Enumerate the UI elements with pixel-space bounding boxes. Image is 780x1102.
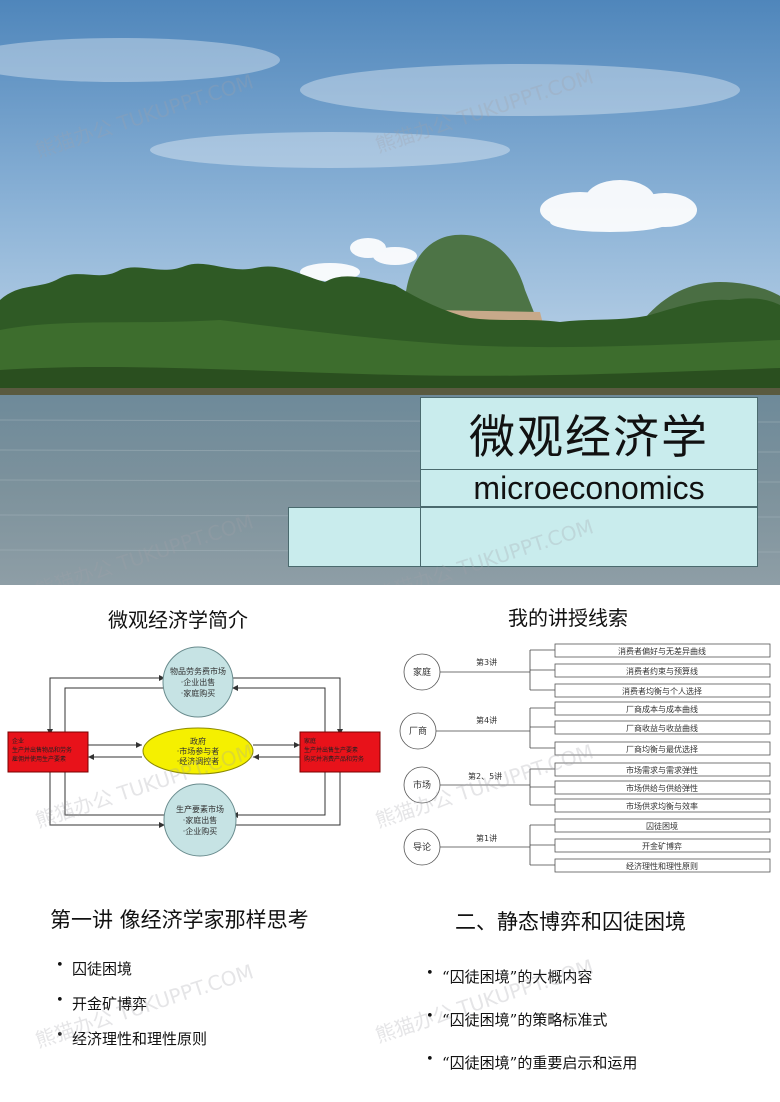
outline-item: 开金矿博弈 [642,841,682,851]
outline-item: 消费者均衡与个人选择 [622,686,702,696]
government-node [142,727,254,775]
outline-item: 厂商成本与成本曲线 [626,704,698,714]
outline-item: 囚徒困境 [646,821,678,831]
government-label: 政府 [190,736,206,746]
household-line: 购买并消费产品和劳务 [304,755,364,763]
outline-node-label: 家庭 [413,666,431,678]
outline-item: 经济理性和理性原则 [626,861,698,871]
outline-node-label: 厂商 [409,725,427,737]
landscape-photo [0,0,780,585]
empty-cell-right [420,507,758,567]
outline-item: 消费者偏好与无差异曲线 [618,646,706,656]
lecture-label: 第3讲 [476,657,497,667]
lecture1-list: 囚徒困境 开金矿博弈 经济理性和理性原则 [54,958,207,1049]
government-line: ·经济调控者 [177,756,220,766]
lecture-label: 第2、5讲 [468,771,502,781]
game-list: “囚徒困境”的大概内容 “囚徒困境”的策略标准式 “囚徒困境”的重要启示和运用 [424,966,637,1073]
lecture-label: 第4讲 [476,715,497,725]
list-item: “囚徒困境”的策略标准式 [424,1009,637,1030]
subtitle-box: microeconomics [420,469,758,507]
list-item: 经济理性和理性原则 [54,1028,207,1049]
list-item: 开金矿博弈 [54,993,207,1014]
household-node [299,731,381,773]
outline-node-label: 导论 [413,841,431,853]
outline-node [403,828,441,866]
firm-label: 企业 [12,737,24,745]
intro-title: 微观经济学简介 [108,608,248,632]
lecture1-title: 第一讲 像经济学家那样思考 [50,908,309,932]
cover-slide: 微观经济学 microeconomics 熊猫办公 TUKUPPT.COM 熊猫… [0,0,780,585]
outline-node [403,653,441,691]
game-title: 二、静态博弈和囚徒困境 [455,910,686,934]
list-item: “囚徒困境”的重要启示和运用 [424,1052,637,1073]
factor-market-line: ·企业购买 [183,826,218,836]
outline-item: 厂商均衡与最优选择 [626,744,698,754]
goods-market-line: ·企业出售 [181,677,216,687]
factor-market-label: 生产要素市场 [176,804,224,814]
cover-title: 微观经济学 [469,409,709,464]
outline-item: 市场供求均衡与效率 [626,801,698,811]
lecture-label: 第1讲 [476,833,497,843]
title-box: 微观经济学 [420,397,758,470]
firm-line: 生产并出售物品和劳务 [12,746,72,754]
household-label: 家庭 [304,737,316,745]
lecture-outline-diagram: 家庭 厂商 市场 导论 第3讲 第4讲 第2、5讲 第1讲 消费者偏好与无差异曲… [399,643,771,873]
outline-node [399,712,437,750]
outline-item: 市场需求与需求弹性 [626,765,698,775]
household-line: 生产并出售生产要素 [304,746,358,754]
factor-market-line: ·家庭出售 [183,815,218,825]
outline-title: 我的讲授线索 [508,606,628,630]
outline-node-label: 市场 [413,779,431,791]
circular-flow-diagram: 物品劳务费市场 ·企业出售 ·家庭购买 政府 ·市场参与者 ·经济调控者 生产要… [7,646,381,857]
goods-market-label: 物品劳务费市场 [170,666,226,676]
goods-market-line: ·家庭购买 [181,688,216,698]
list-item: “囚徒困境”的大概内容 [424,966,637,987]
factor-market-node [163,783,237,857]
goods-market-node [162,646,234,718]
outline-node [403,766,441,804]
list-item: 囚徒困境 [54,958,207,979]
government-line: ·市场参与者 [177,746,220,756]
cover-subtitle: microeconomics [473,469,705,506]
outline-item: 厂商收益与收益曲线 [626,723,698,733]
outline-item: 消费者约束与预算线 [626,666,698,676]
empty-cell-left [288,507,421,567]
firm-node [7,731,89,773]
outline-item: 市场供给与供给弹性 [626,783,698,793]
firm-line: 雇佣并使用生产要素 [12,755,66,763]
